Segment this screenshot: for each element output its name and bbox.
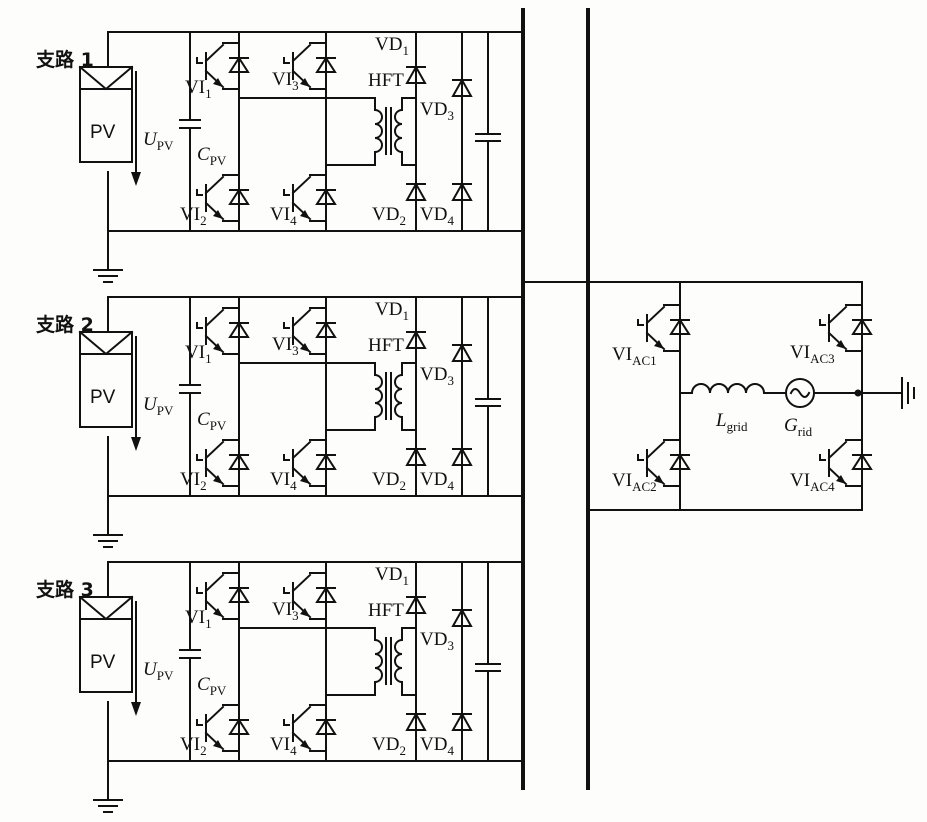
hft-secondary-coil-icon: [394, 373, 404, 419]
vd1-label: VD1: [375, 564, 409, 588]
vd1-label: VD1: [375, 299, 409, 323]
vi3-label: VI3: [272, 334, 299, 358]
hft-secondary-coil-icon: [394, 638, 404, 684]
vi2-label: VI2: [180, 469, 207, 493]
vd4-label: VD4: [420, 734, 454, 758]
c-pv-label: CPV: [197, 144, 227, 168]
igbt-vi-ac3-icon: [819, 304, 872, 352]
hft-secondary-coil-icon: [394, 108, 404, 154]
hft-label: HFT: [368, 600, 404, 621]
branch-label: 支路 1: [35, 48, 94, 71]
u-pv-label: UPV: [143, 659, 174, 683]
c-pv-label: CPV: [197, 409, 227, 433]
pv-panel-icon: [79, 596, 133, 693]
pv-label: PV: [90, 387, 116, 408]
vi1-label: VI1: [185, 77, 212, 101]
vi1-label: VI1: [185, 342, 212, 366]
vi2-label: VI2: [180, 204, 207, 228]
hft-label: HFT: [368, 70, 404, 91]
vd2-label: VD2: [372, 469, 406, 493]
vd2-label: VD2: [372, 204, 406, 228]
vi4-label: VI4: [270, 469, 297, 493]
vi1-label: VI1: [185, 607, 212, 631]
vi2-label: VI2: [180, 734, 207, 758]
vd4-label: VD4: [420, 204, 454, 228]
c-pv-label: CPV: [197, 674, 227, 698]
branch-label: 支路 2: [35, 313, 94, 336]
pv-label: PV: [90, 122, 116, 143]
pv-panel-icon: [79, 331, 133, 428]
hft-primary-coil-icon: [373, 108, 383, 154]
vd3-label: VD3: [420, 99, 454, 123]
vi3-label: VI3: [272, 69, 299, 93]
hft-label: HFT: [368, 335, 404, 356]
ground-icon: [93, 799, 123, 813]
u-pv-label: UPV: [143, 394, 174, 418]
vd2-label: VD2: [372, 734, 406, 758]
branch-label: 支路 3: [35, 578, 94, 601]
vd3-label: VD3: [420, 629, 454, 653]
pv-panel-icon: [79, 66, 133, 163]
u-pv-label: UPV: [143, 129, 174, 153]
ground-icon: [93, 269, 123, 283]
vd1-label: VD1: [375, 34, 409, 58]
vi4-label: VI4: [270, 204, 297, 228]
inductor-l-grid-icon: [690, 383, 766, 395]
vi-ac1-label: VIAC1: [612, 344, 657, 368]
hft-primary-coil-icon: [373, 638, 383, 684]
vd3-label: VD3: [420, 364, 454, 388]
vd4-label: VD4: [420, 469, 454, 493]
grid-ground-icon: [901, 377, 915, 409]
vi-ac3-label: VIAC3: [790, 342, 835, 366]
l-grid-label: Lgrid: [715, 410, 748, 434]
vi-ac4-label: VIAC4: [790, 470, 835, 494]
vi3-label: VI3: [272, 599, 299, 623]
hft-primary-coil-icon: [373, 373, 383, 419]
vi-ac2-label: VIAC2: [612, 470, 657, 494]
pv-label: PV: [90, 652, 116, 673]
igbt-vi-ac1-icon: [637, 304, 690, 352]
ground-icon: [93, 534, 123, 548]
vi4-label: VI4: [270, 734, 297, 758]
g-grid-label: Grid: [784, 415, 813, 439]
grid-inverter: VIAC1 VIAC2 VIAC3 VIAC4 Lgrid Grid: [521, 281, 915, 511]
